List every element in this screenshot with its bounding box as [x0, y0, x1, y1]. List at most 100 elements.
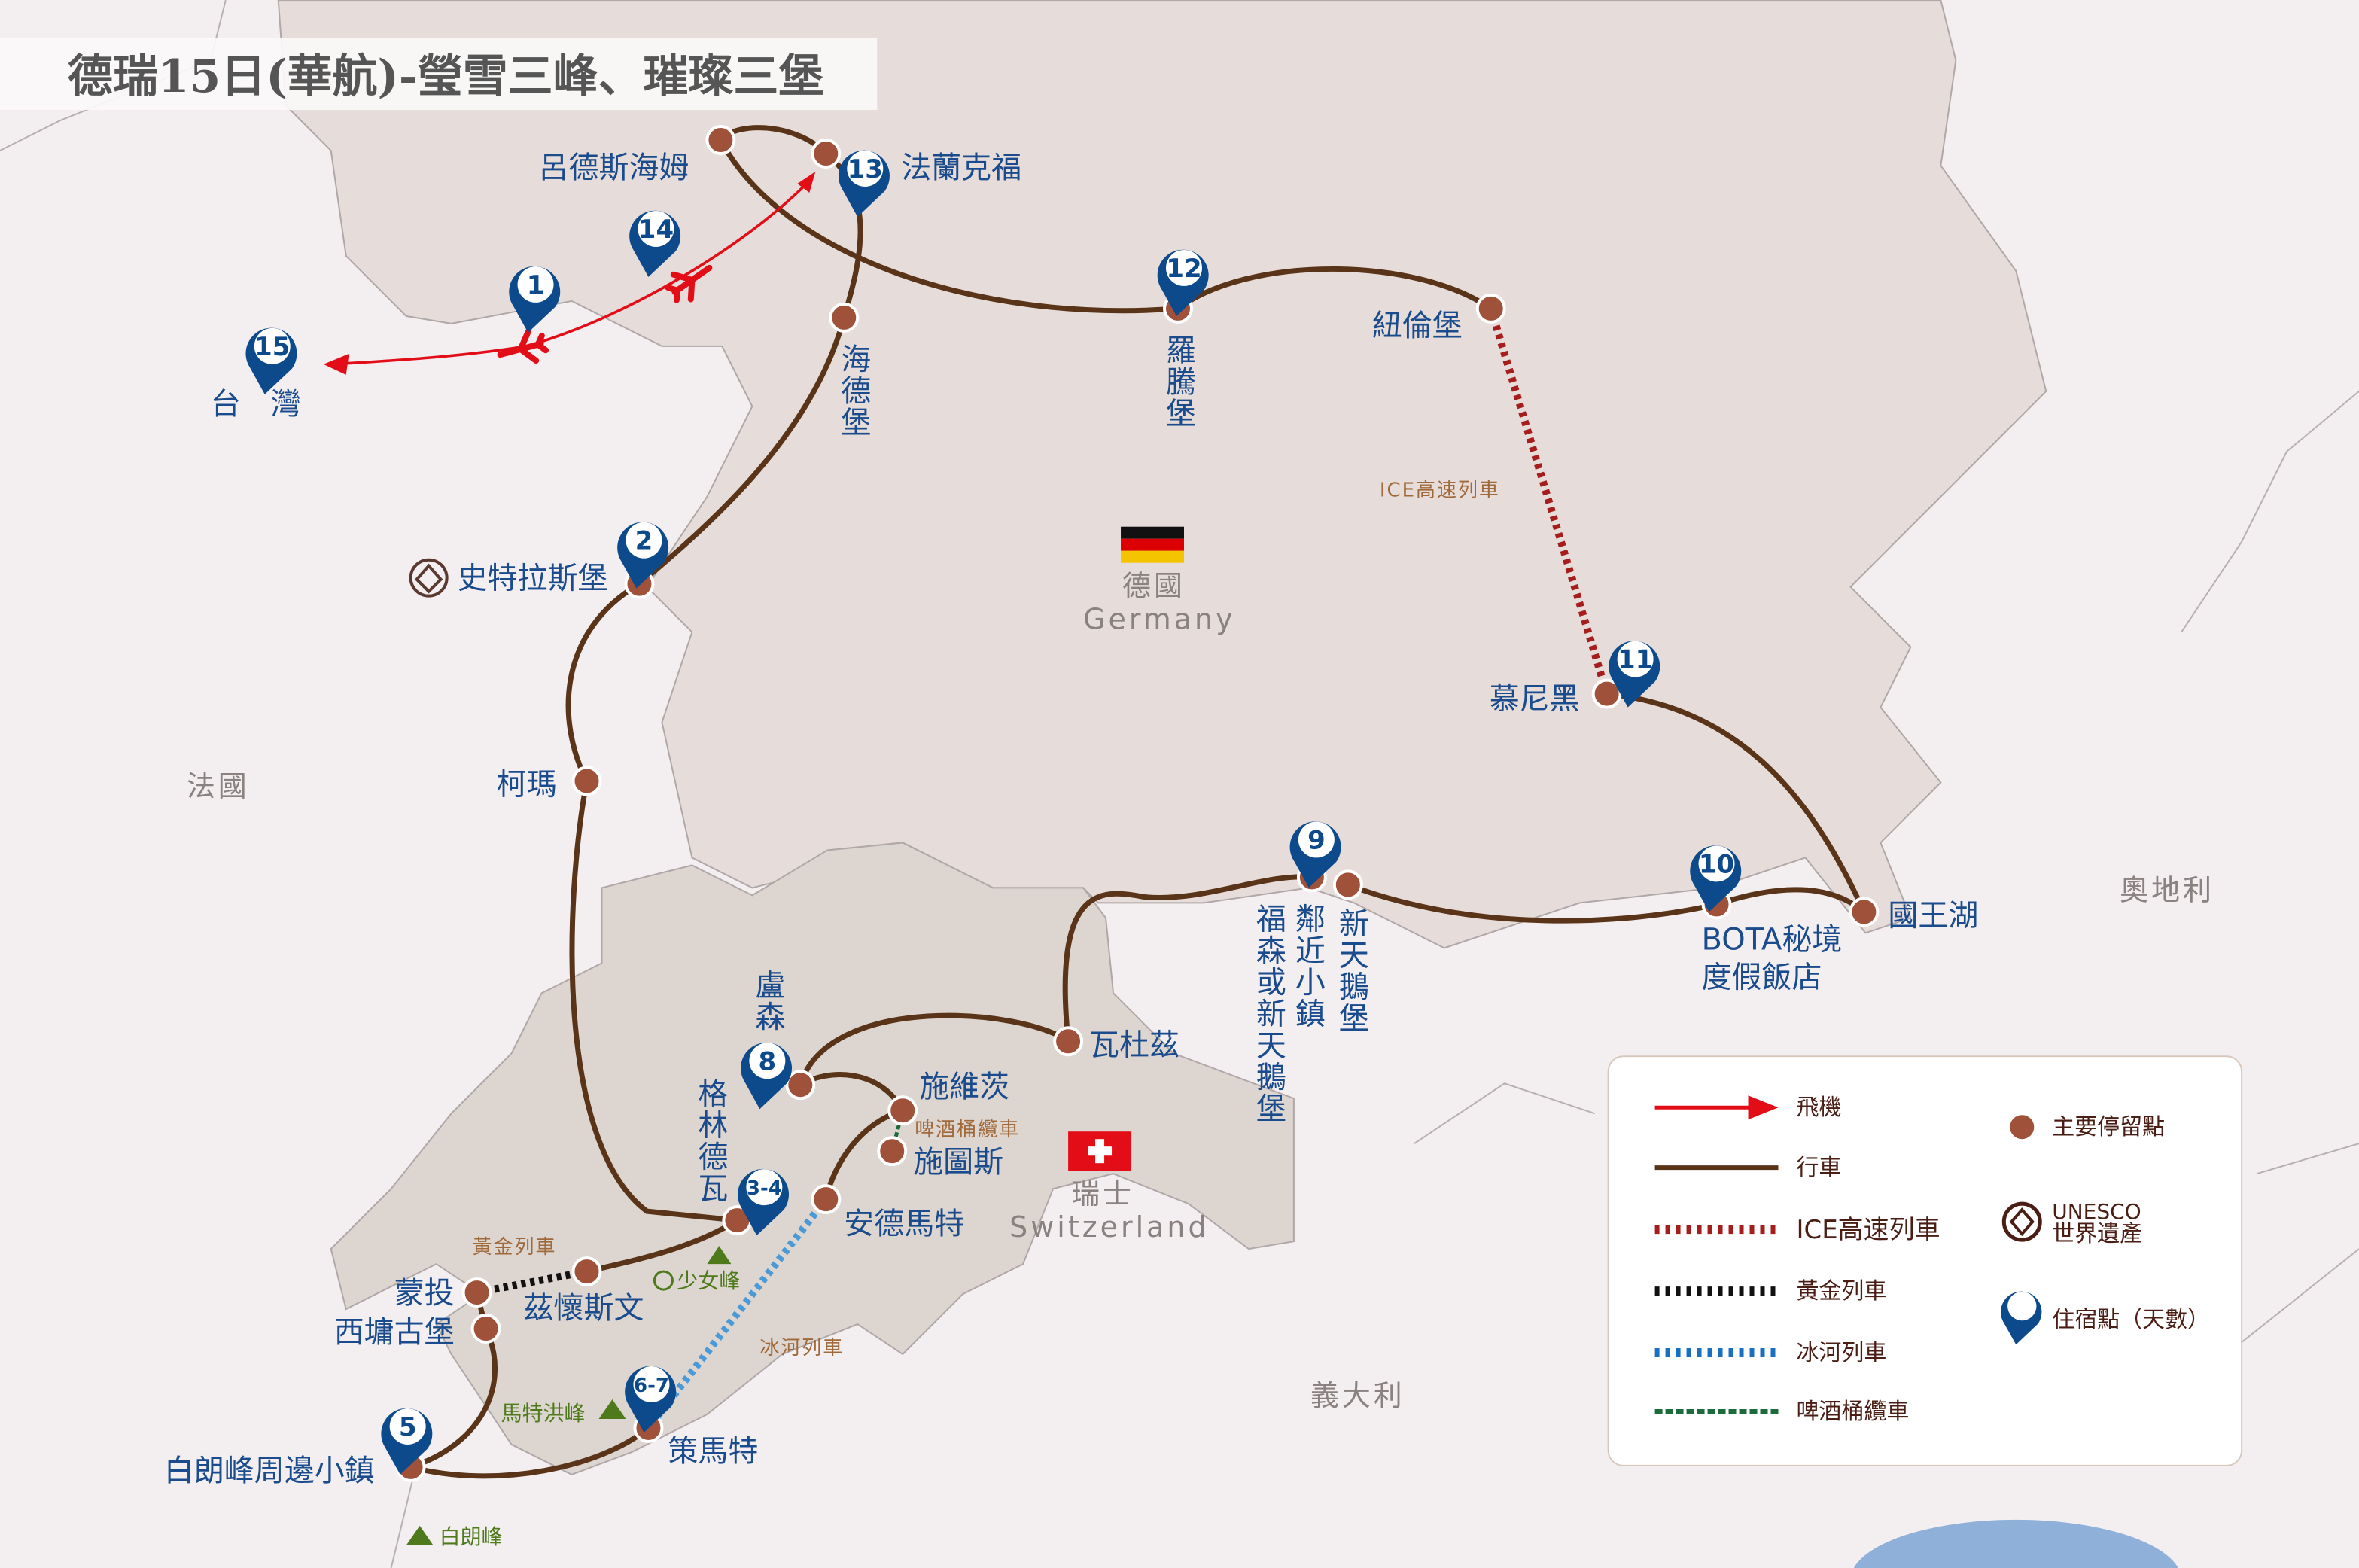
pin-day-6-7[interactable]: 6-7 [625, 1366, 677, 1433]
label-strasbourg: 史特拉斯堡 [458, 562, 608, 596]
legend-ice: ICE高速列車 [1796, 1215, 1940, 1245]
svg-text:5: 5 [399, 1412, 417, 1442]
glacier-train-line [645, 1197, 829, 1431]
label-france: 法國 [187, 769, 250, 802]
stop-neuschwanstein[interactable] [1332, 869, 1363, 900]
stop-heidelberg[interactable] [829, 302, 860, 333]
label-chillon: 西墉古堡 [334, 1315, 455, 1350]
label-switzerland-en: Switzerland [1009, 1210, 1209, 1244]
flight-arrowhead-frankfurt [797, 172, 816, 193]
label-rudesheim: 呂德斯海姆 [539, 151, 689, 185]
svg-text:8: 8 [759, 1046, 777, 1076]
legend-unesco-1: UNESCO [2052, 1199, 2141, 1224]
page-title: 德瑞15日(華航)-瑩雪三峰、璀璨三堡 [68, 50, 823, 103]
label-zermatt: 策馬特 [668, 1434, 758, 1469]
unesco-icon [409, 558, 449, 598]
label-frankfurt: 法蘭克福 [901, 151, 1021, 185]
label-switzerland-cn: 瑞士 [1071, 1177, 1134, 1210]
pin-day-3-4[interactable]: 3-4 [738, 1168, 790, 1236]
stop-colmar[interactable] [571, 766, 602, 796]
pin-day-11[interactable]: 11 [1609, 641, 1660, 708]
label-colmar: 柯瑪 [497, 767, 557, 802]
svg-text:11: 11 [1618, 645, 1653, 675]
pin-day-15[interactable]: 15 [245, 327, 297, 394]
legend-drive: 行車 [1796, 1155, 1841, 1181]
label-stoos: 施圖斯 [913, 1145, 1003, 1180]
svg-text:13: 13 [848, 154, 883, 184]
flight-route [333, 176, 814, 366]
mountain-icon [707, 1246, 732, 1265]
ice-train-line [1487, 307, 1611, 696]
svg-text:1: 1 [527, 270, 545, 300]
pin-day-8[interactable]: 8 [741, 1043, 793, 1110]
label-matterhorn: 馬特洪峰 [501, 1401, 586, 1426]
stop-rudesheim[interactable] [705, 125, 736, 156]
pin-day-14[interactable]: 14 [629, 210, 681, 277]
stop-frankfurt[interactable] [811, 139, 842, 169]
label-zweisimmen: 茲懷斯文 [524, 1291, 644, 1326]
stop-schwyz[interactable] [887, 1095, 918, 1126]
label-fussen: 福森或新天鵝堡 [1251, 903, 1286, 1124]
label-heidelberg: 海德堡 [836, 343, 870, 438]
label-germany-cn: 德國 [1122, 570, 1186, 603]
label-golden-train: 黃金列車 [473, 1236, 557, 1259]
stop-konigssee[interactable] [1849, 897, 1880, 927]
svg-text:6-7: 6-7 [634, 1375, 669, 1397]
label-germany-en: Germany [1083, 603, 1236, 636]
label-andermatt: 安德馬特 [844, 1207, 964, 1241]
svg-text:14: 14 [638, 215, 674, 245]
label-bota-2: 度假飯店 [1702, 960, 1822, 994]
germany-region [277, 0, 2047, 949]
title-banner [0, 38, 878, 111]
label-munich: 慕尼黑 [1490, 682, 1580, 717]
label-ice-train: ICE高速列車 [1380, 480, 1500, 502]
label-luzern: 盧森 [750, 969, 784, 1032]
svg-text:10: 10 [1699, 849, 1734, 879]
label-taiwan: 台 灣 [211, 387, 301, 422]
label-beer-cable-car: 啤酒桶纜車 [915, 1119, 1020, 1141]
pin-day-10[interactable]: 10 [1690, 845, 1742, 912]
legend-beer: 啤酒桶纜車 [1796, 1399, 1909, 1425]
label-konigssee: 國王湖 [1888, 898, 1978, 933]
stop-andermatt[interactable] [811, 1184, 842, 1215]
pin-day-13[interactable]: 13 [838, 150, 890, 217]
label-neuschwanstein: 新天鵝堡 [1334, 907, 1368, 1034]
legend-glacier: 冰河列車 [1796, 1340, 1886, 1366]
stop-montreux[interactable] [461, 1277, 492, 1308]
switzerland-flag-icon [1068, 1131, 1132, 1171]
label-schwyz: 施維茨 [919, 1070, 1009, 1104]
mountain-icon [598, 1399, 626, 1419]
legend-unesco-2: 世界遺產 [2052, 1221, 2142, 1247]
stop-zweisimmen[interactable] [571, 1256, 602, 1287]
pin-day-5[interactable]: 5 [381, 1408, 433, 1475]
label-chamonix: 白朗峰周邊小鎮 [164, 1454, 375, 1488]
svg-text:15: 15 [254, 332, 290, 362]
stop-stoos[interactable] [877, 1136, 908, 1167]
label-nearby-town: 鄰近小鎮 [1290, 903, 1325, 1029]
pin-day-9[interactable]: 9 [1289, 821, 1341, 888]
pin-day-12[interactable]: 12 [1157, 249, 1209, 316]
svg-text:2: 2 [635, 526, 653, 556]
unesco-icon [653, 1270, 674, 1291]
stop-nuremberg[interactable] [1475, 293, 1506, 324]
lake [1853, 1519, 2178, 1568]
pin-day-2[interactable]: 2 [617, 522, 669, 589]
pin-day-1[interactable]: 1 [509, 266, 561, 333]
label-jungfrau: 少女峰 [677, 1268, 740, 1293]
svg-text:3-4: 3-4 [747, 1177, 782, 1200]
legend: 飛機 行車 ICE高速列車 黃金列車 冰河列車 啤酒桶纜車 主要停留點 UNES… [1607, 1055, 2243, 1466]
label-glacier-train: 冰河列車 [759, 1337, 844, 1359]
flight-arrowhead-taiwan [323, 353, 349, 375]
label-montblanc: 白朗峰 [440, 1524, 503, 1549]
stop-chillon[interactable] [470, 1314, 501, 1344]
label-vaduz: 瓦杜茲 [1089, 1028, 1180, 1062]
legend-stop: 主要停留點 [2052, 1114, 2165, 1140]
mountain-icon [406, 1525, 434, 1545]
legend-stay: 住宿點（天數） [2052, 1307, 2210, 1333]
label-montreux: 蒙投 [394, 1276, 455, 1311]
stop-vaduz[interactable] [1053, 1026, 1084, 1057]
stop-luzern[interactable] [785, 1070, 816, 1101]
label-austria: 奧地利 [2120, 873, 2214, 906]
legend-flight: 飛機 [1796, 1095, 1841, 1121]
